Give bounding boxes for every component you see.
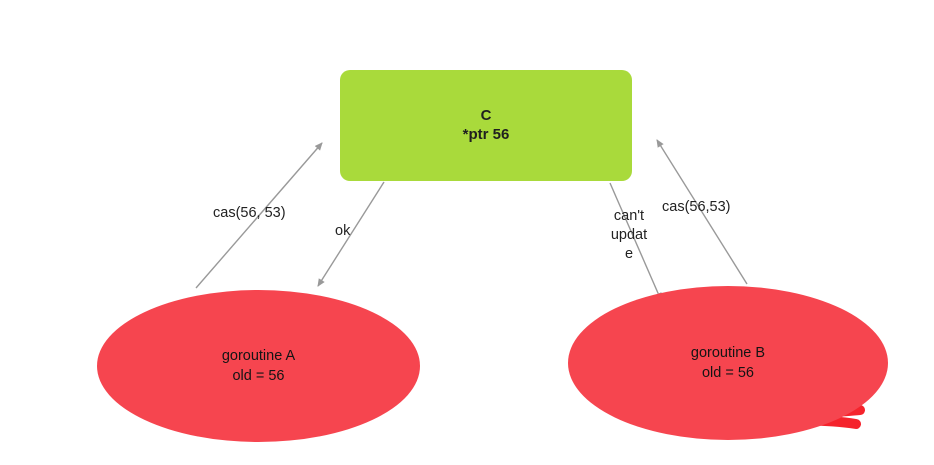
edge-label-cas-b: cas(56,53) [662, 199, 731, 215]
edge-label-cas-a: cas(56, 53) [213, 205, 286, 221]
goroutine-a-old-value: old = 56 [232, 368, 285, 384]
goroutine-b-old-value: old = 56 [701, 365, 754, 381]
edge-label-ok: ok [335, 223, 351, 239]
goroutine-b-label: goroutine B [690, 344, 766, 361]
goroutine-a-node: goroutine A old = 56 [97, 290, 420, 442]
node-c-title: C [480, 106, 492, 124]
goroutine-b-node: goroutine B old = 56 [568, 286, 888, 440]
edge-label-cant-update: can't update [610, 208, 648, 262]
arrow-c-ok-to-a [317, 181, 385, 287]
shared-value-node: C *ptr 56 [340, 70, 632, 181]
node-c-pointer-value: *ptr 56 [462, 125, 510, 143]
goroutine-a-label: goroutine A [221, 347, 296, 364]
